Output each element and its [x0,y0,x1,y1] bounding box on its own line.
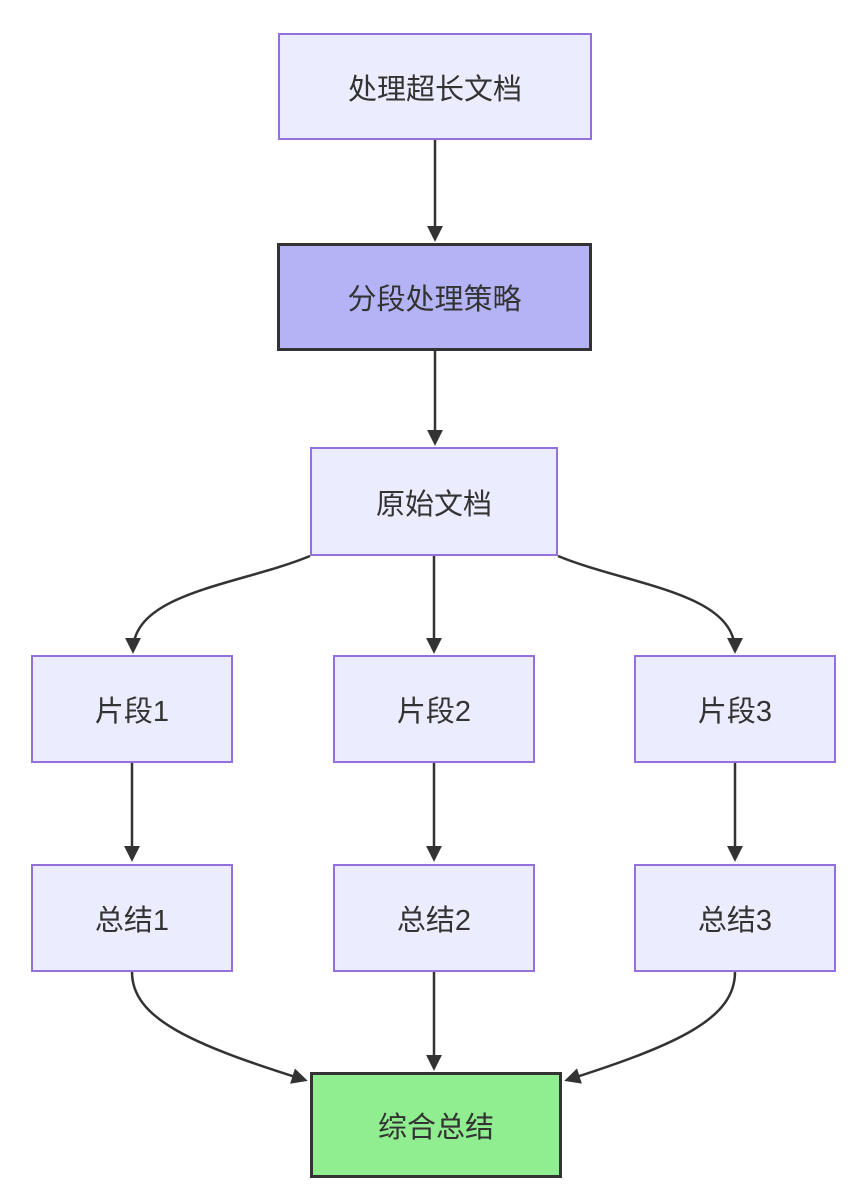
node-original-document: 原始文档 [310,447,558,556]
edge-summary-1-to-final [130,971,308,1084]
node-label: 总结1 [94,905,170,937]
node-label: 总结3 [697,905,773,937]
node-summary-2: 总结2 [333,864,535,972]
node-process-long-document: 处理超长文档 [278,33,592,140]
node-label: 处理超长文档 [347,73,522,106]
node-label: 分段处理策略 [347,284,522,316]
node-label: 片段1 [94,696,170,728]
edge-summary-3-to-final [564,971,737,1084]
node-label: 原始文档 [375,488,492,521]
edge-original-to-fragment-1 [125,554,311,654]
node-summary-1: 总结1 [31,864,233,972]
edge-original-to-fragment-3 [557,554,743,654]
node-label: 片段3 [697,696,773,728]
node-fragment-1: 片段1 [31,655,233,763]
node-fragment-3: 片段3 [634,655,836,763]
node-label: 总结2 [396,905,472,937]
node-final-summary: 综合总结 [310,1072,562,1178]
node-label: 片段2 [396,696,472,728]
node-summary-3: 总结3 [634,864,836,972]
node-fragment-2: 片段2 [333,655,535,763]
node-label: 综合总结 [377,1112,494,1144]
node-segment-strategy: 分段处理策略 [277,243,592,351]
